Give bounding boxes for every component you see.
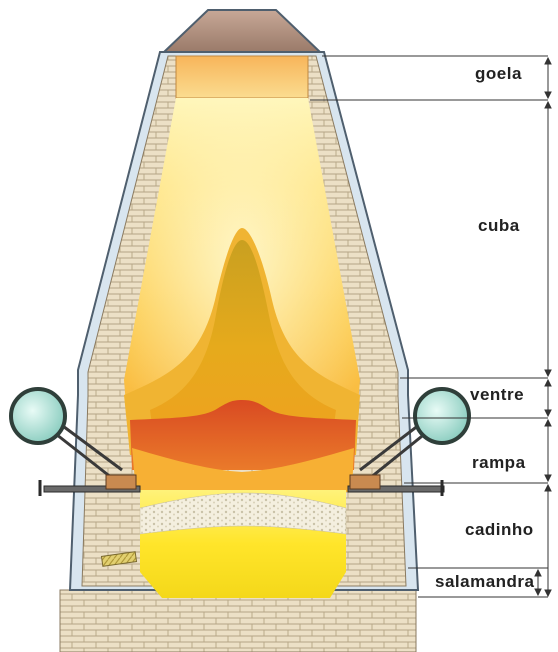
dimension-arrows [535,58,551,596]
label-rampa: rampa [472,453,526,473]
label-cuba: cuba [478,216,520,236]
label-ventre: ventre [470,385,524,405]
throat-zone [176,56,308,98]
left-bustle-pipe-ring [11,389,65,443]
furnace-foundation [60,590,416,652]
label-salamandra: salamandra [435,572,535,592]
label-cadinho: cadinho [465,520,534,540]
furnace-top-hopper [164,10,320,52]
right-bustle-pipe-ring [415,389,469,443]
label-goela: goela [475,64,522,84]
